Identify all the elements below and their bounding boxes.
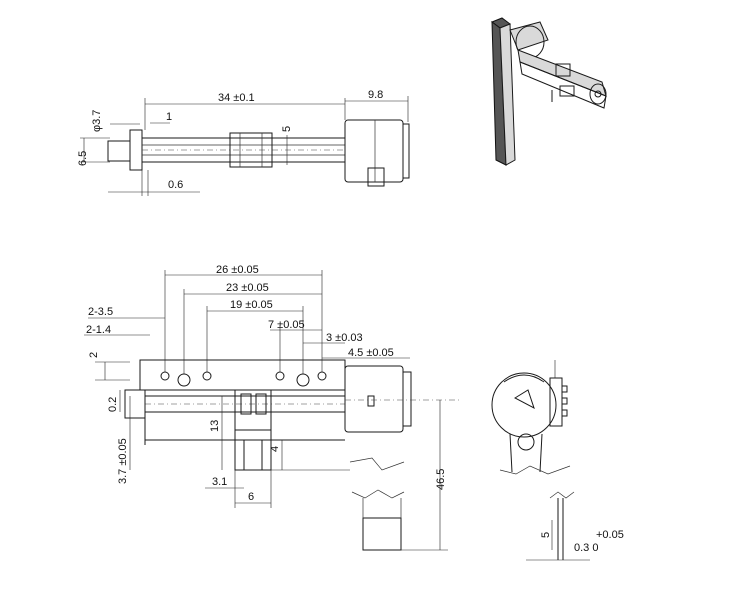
- top-dim-motor: 9.8: [368, 89, 383, 101]
- hole-large-left: [177, 373, 191, 387]
- dim-2-1-4: 2-1.4: [86, 324, 111, 336]
- front-frame: [139, 359, 346, 391]
- top-dim-height: 6.5: [77, 151, 89, 166]
- detail-tol-base: 0.3 0: [574, 542, 598, 554]
- dim-19: 19 ±0.05: [230, 299, 273, 311]
- top-slider: [229, 132, 273, 168]
- top-connector: [367, 167, 385, 187]
- top-dim-diameter: φ3.7: [91, 110, 103, 132]
- dim-4-5: 4.5 ±0.05: [348, 347, 394, 359]
- hole-small-left: [160, 371, 170, 381]
- dim-2: 2: [88, 352, 100, 358]
- front-shaft-end: [124, 389, 146, 419]
- front-view: 26 ±0.05 23 ±0.05 19 ±0.05 7 ±0.05 3 ±0.…: [84, 264, 460, 551]
- dim-0-2: 0.2: [107, 397, 119, 412]
- dim-13: 13: [209, 420, 221, 432]
- top-view: 34 ±0.1 9.8 1 φ3.7 6.5 5 0.6: [77, 89, 410, 196]
- hole-large-right: [296, 373, 310, 387]
- top-dim-one: 1: [166, 111, 172, 123]
- top-dim-five: 5: [281, 126, 293, 132]
- dim-3: 3 ±0.03: [326, 332, 363, 344]
- dim-3-7: 3.7 ±0.05: [117, 438, 129, 484]
- detail-view: 5 +0.05 0.3 0: [526, 491, 624, 561]
- dim-7: 7 ±0.05: [268, 319, 305, 331]
- dim-23: 23 ±0.05: [226, 282, 269, 294]
- dim-2-3-5: 2-3.5: [88, 306, 113, 318]
- iso-frame: [517, 49, 607, 97]
- side-rotor: [513, 389, 535, 410]
- isometric-view: [490, 17, 607, 166]
- side-motor-circle: [491, 372, 557, 438]
- dim-6: 6: [248, 491, 254, 503]
- detail-tol-upper: +0.05: [596, 529, 624, 541]
- dim-26: 26 ±0.05: [216, 264, 259, 276]
- dim-46-5: 46.5: [435, 469, 447, 490]
- top-shaft-end: [107, 140, 131, 162]
- detail-dim-5: 5: [540, 532, 552, 538]
- dim-4: 4: [269, 446, 281, 452]
- top-end-plate: [129, 129, 143, 171]
- dim-3-1: 3.1: [212, 476, 227, 488]
- top-dim-length: 34 ±0.1: [218, 92, 255, 104]
- front-stub: [362, 517, 402, 551]
- side-view: [491, 360, 571, 475]
- top-motor: [344, 119, 404, 183]
- top-dim-offset: 0.6: [168, 179, 183, 191]
- hole-small-right: [317, 371, 327, 381]
